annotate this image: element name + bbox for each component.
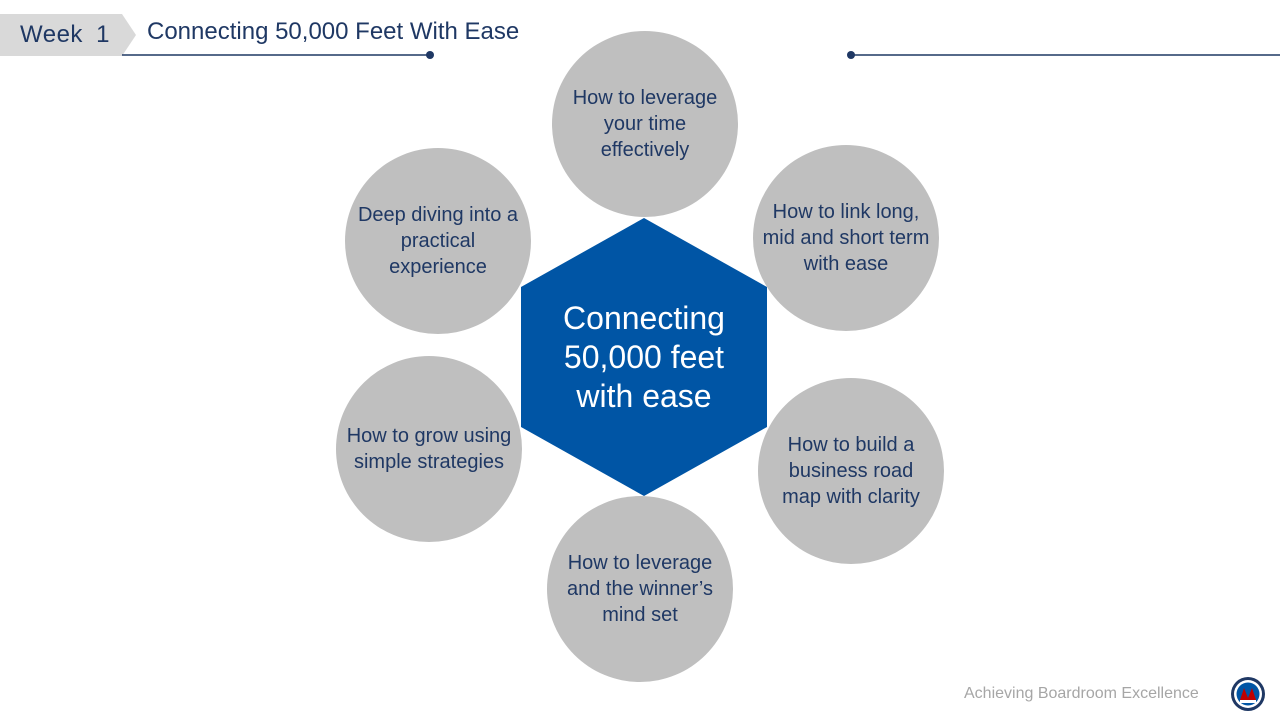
- center-hexagon: [521, 218, 767, 496]
- node-winners-mindset: How to leverage and the winner’s mind se…: [547, 496, 733, 682]
- node-grow: How to grow using simple strategies: [336, 356, 522, 542]
- node-label: How to build a business road map with cl…: [782, 434, 920, 508]
- node-time: How to leverage your time effectively: [552, 31, 738, 217]
- footer-tagline: Achieving Boardroom Excellence: [964, 685, 1199, 702]
- node-label: Deep diving into a practical experience: [357, 204, 519, 278]
- center-label-box: Connecting 50,000 feet with ease: [521, 218, 767, 496]
- node-label: How to grow using simple strategies: [346, 425, 512, 473]
- week-tab: Week 1: [0, 14, 136, 56]
- node-deep-diving: Deep diving into a practical experience: [345, 148, 531, 334]
- boardroom-logo-icon: [1231, 677, 1265, 711]
- node-link-terms: How to link long, mid and short term wit…: [753, 145, 939, 331]
- week-tab-shape: [0, 14, 136, 56]
- center-label: Connecting 50,000 feet with ease: [563, 299, 725, 414]
- week-label: Week 1: [20, 21, 110, 48]
- header-divider: [122, 51, 1280, 59]
- page-title: Connecting 50,000 Feet With Ease: [147, 18, 520, 45]
- node-label: How to leverage and the winner’s mind se…: [566, 552, 714, 626]
- node-label: How to link long, mid and short term wit…: [762, 201, 930, 275]
- node-label: How to leverage your time effectively: [572, 87, 718, 161]
- node-road-map: How to build a business road map with cl…: [758, 378, 944, 564]
